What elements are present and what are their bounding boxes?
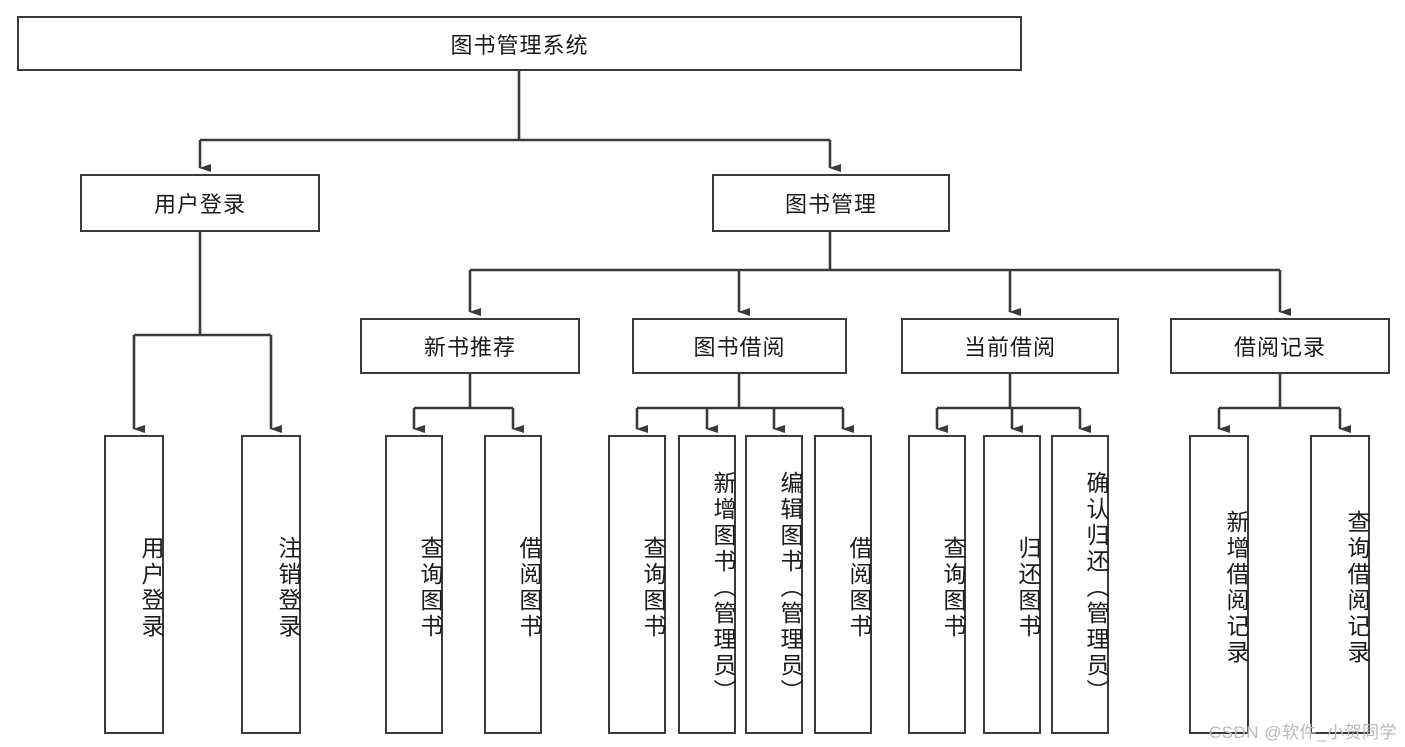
node-user-login[interactable]: 用户登录 xyxy=(80,174,320,232)
leaf-user-login-label: 用户登录 xyxy=(138,535,164,640)
node-current-borrow[interactable]: 当前借阅 xyxy=(901,318,1119,374)
node-book-borrow[interactable]: 图书借阅 xyxy=(632,318,847,374)
leaf-logout-login-label: 注销登录 xyxy=(275,535,301,640)
node-root-system[interactable]: 图书管理系统 xyxy=(17,16,1022,71)
leaf-borrow-book-recommend-label: 借阅图书 xyxy=(516,535,542,640)
node-current-borrow-label: 当前借阅 xyxy=(963,335,1056,360)
leaf-query-book-current[interactable]: 查询图书 xyxy=(908,435,966,734)
leaf-add-borrow-record[interactable]: 新增借阅记录 xyxy=(1189,435,1249,734)
leaf-query-borrow-record-label: 查询借阅记录 xyxy=(1344,509,1370,666)
leaf-return-book[interactable]: 归还图书 xyxy=(983,435,1041,734)
leaf-edit-book-admin-label: 编辑图书（管理员） xyxy=(777,470,803,705)
leaf-borrow-book-recommend[interactable]: 借阅图书 xyxy=(484,435,542,734)
leaf-query-book-borrow[interactable]: 查询图书 xyxy=(608,435,666,734)
node-new-book-recommend[interactable]: 新书推荐 xyxy=(360,318,580,374)
leaf-confirm-return-admin-label: 确认归还（管理员） xyxy=(1083,470,1109,705)
leaf-query-book-recommend[interactable]: 查询图书 xyxy=(385,435,443,734)
leaf-return-book-label: 归还图书 xyxy=(1015,535,1041,640)
node-book-management-label: 图书管理 xyxy=(784,192,877,217)
leaf-borrow-book-label: 借阅图书 xyxy=(846,535,872,640)
node-borrow-record[interactable]: 借阅记录 xyxy=(1170,318,1390,374)
leaf-add-borrow-record-label: 新增借阅记录 xyxy=(1223,509,1249,666)
leaf-user-login[interactable]: 用户登录 xyxy=(104,435,164,734)
node-user-login-label: 用户登录 xyxy=(153,192,246,217)
leaf-query-borrow-record[interactable]: 查询借阅记录 xyxy=(1310,435,1370,734)
node-new-book-recommend-label: 新书推荐 xyxy=(423,335,516,360)
node-borrow-record-label: 借阅记录 xyxy=(1233,335,1326,360)
leaf-borrow-book[interactable]: 借阅图书 xyxy=(814,435,872,734)
node-root-label: 图书管理系统 xyxy=(450,32,589,58)
leaf-query-book-current-label: 查询图书 xyxy=(940,535,966,640)
leaf-logout-login[interactable]: 注销登录 xyxy=(241,435,301,734)
leaf-query-book-recommend-label: 查询图书 xyxy=(417,535,443,640)
leaf-add-book-admin[interactable]: 新增图书（管理员） xyxy=(678,435,736,734)
leaf-add-book-admin-label: 新增图书（管理员） xyxy=(710,470,736,705)
leaf-confirm-return-admin[interactable]: 确认归还（管理员） xyxy=(1051,435,1109,734)
node-book-borrow-label: 图书借阅 xyxy=(693,335,786,360)
leaf-query-book-borrow-label: 查询图书 xyxy=(640,535,666,640)
node-book-management[interactable]: 图书管理 xyxy=(712,174,950,232)
watermark-text: CSDN @软件_小贺同学 xyxy=(1208,723,1397,742)
leaf-edit-book-admin[interactable]: 编辑图书（管理员） xyxy=(745,435,803,734)
